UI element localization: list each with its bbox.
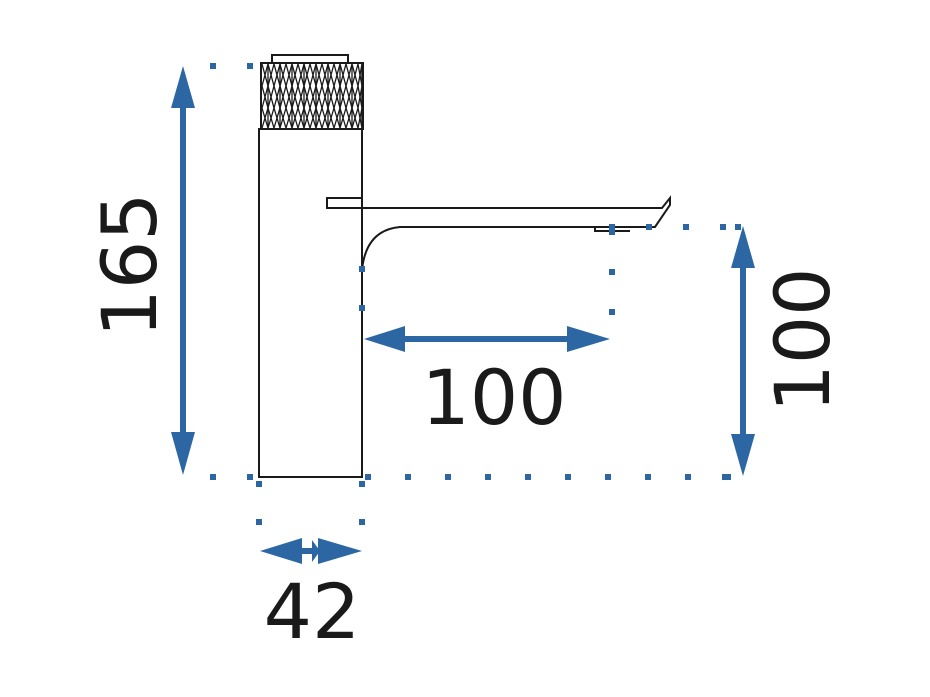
- extension-dot: [646, 224, 652, 230]
- body-width-label: 42: [264, 567, 361, 656]
- extension-dot: [359, 519, 365, 525]
- extension-dot: [722, 474, 728, 480]
- extension-dot: [565, 474, 571, 480]
- dotted-extension-lines: [210, 63, 741, 525]
- extension-dot: [210, 63, 216, 69]
- extension-dot: [256, 481, 262, 487]
- extension-dot: [609, 229, 615, 235]
- extension-dot: [210, 474, 216, 480]
- extension-dot: [645, 474, 651, 480]
- extension-dot: [365, 474, 371, 480]
- height-165-arrow: [171, 66, 195, 475]
- body-width-42-arrow: [260, 538, 362, 564]
- extension-dot: [609, 224, 615, 230]
- extension-dot: [359, 481, 365, 487]
- total-height-label: 165: [85, 192, 174, 337]
- extension-dot: [256, 519, 262, 525]
- extension-dot: [609, 309, 615, 315]
- extension-dot: [683, 224, 689, 230]
- extension-dot: [735, 224, 741, 230]
- faucet-body: [258, 128, 363, 478]
- extension-dot: [359, 305, 365, 311]
- extension-dot: [247, 474, 253, 480]
- extension-dot: [609, 269, 615, 275]
- extension-dot: [685, 474, 691, 480]
- extension-dot: [720, 224, 726, 230]
- extension-dot: [445, 474, 451, 480]
- extension-dot: [605, 474, 611, 480]
- faucet-spout: [326, 195, 671, 271]
- spout-reach-label: 100: [421, 353, 566, 442]
- knurl-pattern: [261, 61, 363, 131]
- extension-dot: [405, 474, 411, 480]
- spout-aerator: [594, 227, 630, 232]
- extension-dot: [359, 266, 365, 272]
- spout-reach-100-arrow: [364, 326, 610, 352]
- extension-dot: [485, 474, 491, 480]
- extension-dot: [247, 63, 253, 69]
- faucet-outline: [258, 54, 671, 478]
- spout-height-label: 100: [758, 267, 847, 412]
- spout-height-100-arrow: [731, 226, 755, 476]
- extension-dot: [525, 474, 531, 480]
